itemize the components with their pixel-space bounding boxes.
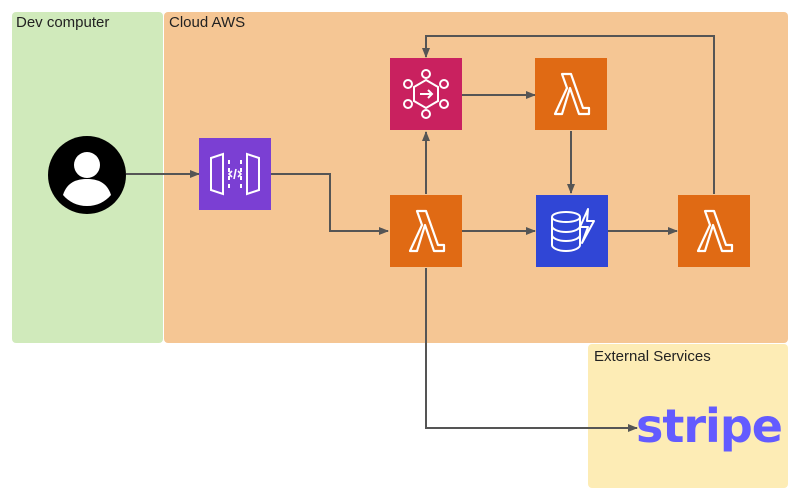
lambda-top-node[interactable]	[535, 58, 607, 130]
dynamodb-icon	[536, 195, 608, 267]
api-gateway-icon	[199, 138, 271, 210]
lambda-main-node[interactable]	[390, 195, 462, 267]
api-gateway-node[interactable]	[199, 138, 271, 210]
external-services-zone	[588, 344, 788, 488]
dynamodb-node[interactable]	[536, 195, 608, 267]
dev-computer-label: Dev computer	[16, 14, 110, 31]
user-icon	[48, 136, 126, 214]
cloud-aws-label: Cloud AWS	[169, 14, 246, 31]
lambda-icon	[535, 58, 607, 130]
external-services-label: External Services	[594, 348, 711, 365]
lambda-icon	[390, 195, 462, 267]
edge-lambda-right-to-eventbridge	[422, 35, 715, 194]
eventbridge-node[interactable]	[390, 58, 462, 130]
lambda-icon	[678, 195, 750, 267]
lambda-right-node[interactable]	[678, 195, 750, 267]
stripe-logo[interactable]: stripe	[636, 399, 783, 453]
eventbridge-icon	[390, 58, 462, 130]
user-node[interactable]	[47, 135, 127, 215]
edge-apigw-to-lambda-main	[271, 173, 389, 235]
edge-lambda-main-to-stripe	[425, 268, 638, 432]
